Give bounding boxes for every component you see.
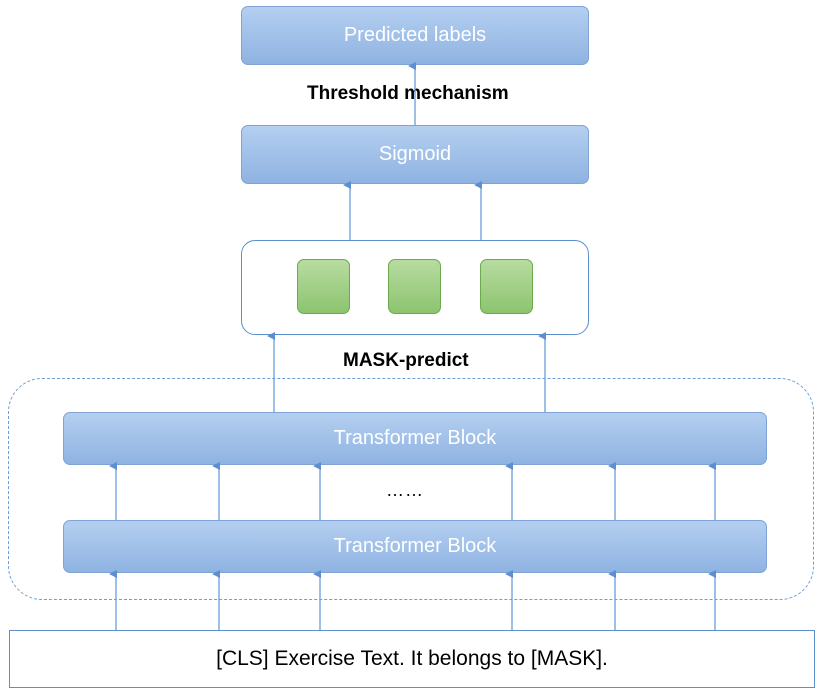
output-cell-1 <box>297 259 350 314</box>
transformer-block-bottom: Transformer Block <box>63 520 767 573</box>
input-text-box: [CLS] Exercise Text. It belongs to [MASK… <box>9 630 815 688</box>
mask-predict-label: MASK-predict <box>343 350 469 371</box>
sigmoid-label: Sigmoid <box>378 143 452 165</box>
ellipsis: …… <box>386 480 424 500</box>
sigmoid-box: Sigmoid <box>241 125 589 184</box>
transformer-block-top-label: Transformer Block <box>333 427 497 449</box>
output-cell-2 <box>388 259 441 314</box>
input-text-label: [CLS] Exercise Text. It belongs to [MASK… <box>216 647 608 670</box>
transformer-block-top: Transformer Block <box>63 412 767 465</box>
threshold-mechanism-label: Threshold mechanism <box>307 83 509 104</box>
transformer-stack-group <box>8 378 814 600</box>
transformer-block-bottom-label: Transformer Block <box>333 535 497 557</box>
predicted-labels-label: Predicted labels <box>343 24 487 46</box>
output-cell-3 <box>480 259 533 314</box>
